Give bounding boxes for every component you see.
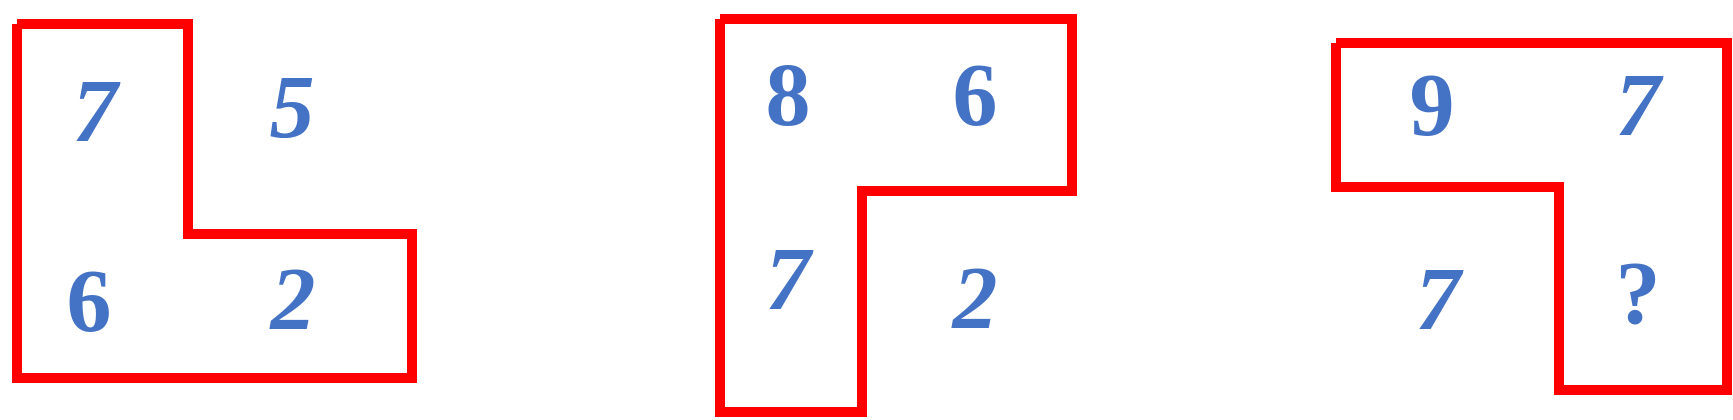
figure-2-outline: [715, 14, 1077, 417]
figure-3-outline: [1331, 38, 1732, 395]
figure-1-bottom-left-number: 6: [66, 252, 112, 351]
figure-3-missing-number: ?: [1615, 244, 1661, 343]
figure-2-bottom-left-number: 7: [765, 230, 811, 329]
figure-3-top-left-number: 9: [1409, 56, 1455, 155]
figure-3-bottom-left-number: 7: [1415, 250, 1461, 349]
figure-1-bottom-right-number: 2: [270, 250, 316, 349]
figure-2-top-right-number: 6: [952, 46, 998, 145]
figure-1-top-right-number: 5: [269, 58, 315, 157]
figure-1-top-left-number: 7: [72, 62, 118, 161]
figure-1-outline: [12, 19, 417, 383]
figure-2-top-left-number: 8: [765, 46, 811, 145]
figure-3-top-right-number: 7: [1615, 56, 1661, 155]
figure-2-bottom-right-number: 2: [952, 249, 998, 348]
